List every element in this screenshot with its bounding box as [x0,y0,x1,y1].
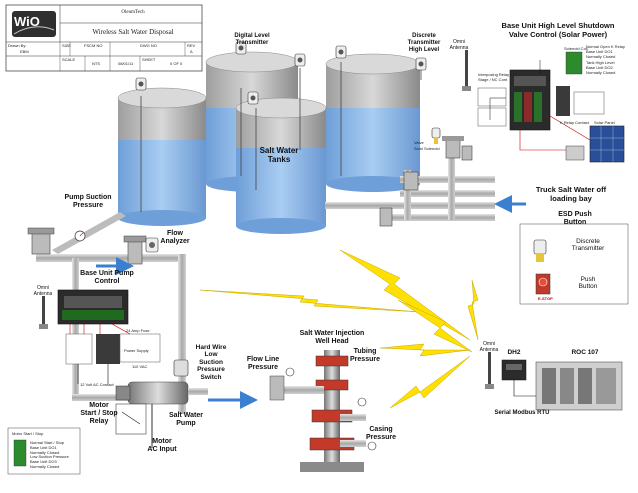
estop-note: E-STOP [538,296,553,301]
title-block [5,4,203,72]
k-relay-note: K Relay Contact [560,120,589,125]
base-unit-high-level-label: Base Unit High Level Shutdown Valve Cont… [501,21,615,39]
logo-text: WiO [14,14,40,29]
low-suction-note: Low Suction Pressure Base Unit DO3 Norma… [30,454,69,469]
size-label: SIZE [62,43,71,48]
valve-icon [461,145,473,161]
drawn-by-label: Drawn By: [8,43,27,48]
level-transmitter-icon [135,77,147,91]
tank-front-left [117,87,207,226]
omni-antenna-icon [462,50,471,91]
sheet-label: SHEET [142,57,156,62]
fuse-note: 24 Amp Fuse [126,328,150,333]
solenoid-note: Solenoid Coil [564,46,588,51]
wireless-links [199,249,479,409]
tank-high-note: Tank High Level Base Unit DO2 Normally C… [586,60,616,75]
solar-panel [589,125,625,163]
base-unit-pump-control-label: Base Unit Pump Control [80,270,134,286]
esd-box [519,223,629,305]
rev-label: REV [187,43,196,48]
injection-well-head [269,350,377,472]
valve-icon [442,136,464,159]
wio-logo [12,11,56,37]
drawing-title: Wireless Salt Water Disposal [92,28,174,36]
solar-panel-note: Solar Panel [594,120,615,125]
base-unit-high-level-panel [477,51,625,163]
tubing-pressure-label: Tubing Pressure [350,348,380,364]
esd-push-button-label: ESD Push Button [558,211,592,227]
motor-start-legend [7,427,81,475]
serial-modbus-label: Serial Modbus RTU [494,410,550,416]
power-supply-note: Power Supply [124,348,149,353]
base-unit-pump-panel [57,289,161,448]
omni-antenna-right-label: Omni Antenna [479,341,499,353]
motor-start-box-title: Motor Start / Stop [12,431,44,436]
flow-arrows [96,195,526,409]
discrete-transmitter-icon [431,127,441,144]
rev-value: A [190,49,193,54]
company-name: OleumTech [121,10,145,15]
dh2-label: DH2 [507,349,521,356]
flow-analyzer-label: Flow Analyzer [160,230,190,246]
normal-start-note: Normal Start / Stop Base Unit DO1 Normal… [30,440,65,455]
salt-water-pump-label: Salt Water Pump [169,412,203,428]
flow-analyzer-icon [145,237,159,253]
pressure-switch-icon [173,359,189,377]
piping [36,150,495,414]
valve-note: Valve [414,140,424,145]
omni-antenna-icon [39,296,48,329]
relay-box [115,403,147,435]
scale-label: SCALE [62,57,76,62]
level-transmitter-icon [247,91,259,105]
level-transmitters [140,58,422,212]
sheet-value: 0 OF 0 [170,61,183,66]
truck-offloading-label: Truck Salt Water off loading bay [535,185,607,203]
valve-icon [27,227,55,255]
motor-relay-label: Motor Start / Stop Relay [80,402,118,426]
injection-well-head-label: Salt Water Injection Well Head [299,330,365,346]
roc-107-label: ROC 107 [571,349,599,356]
discrete-high-label: Discrete Transmitter High Level [407,33,441,53]
flow-line-pressure-label: Flow Line Pressure [246,356,280,372]
ac-contact-note: 12 Volt AC Contact [80,382,114,387]
valve-icon [379,207,393,227]
push-button-label: Push Button [578,276,598,291]
valve-icon [403,171,419,191]
drawing-date: 08/01/11 [118,61,134,66]
discrete-transmitter-label: Discrete Transmitter [571,238,605,253]
casing-pressure-label: Casing Pressure [366,426,396,442]
level-transmitter-icon [235,41,247,55]
battery [565,145,585,161]
dwg-label: DWG NO [140,43,157,48]
interposing-relay-note: Interposing Relay Coil Stage / NC Cont [478,72,518,82]
solid-solenoid-note: Solid Solenoid [414,146,440,151]
omni-antenna-top-label: Omni Antenna [449,39,469,51]
fscm-label: FSCM NO [84,43,103,48]
scale-value: NTS [92,61,100,66]
hardwire-switch-label: Hard Wire Low Suction Pressure Switch [195,344,227,381]
salt-water-pump [127,381,189,405]
pump-suction-label: Pump Suction Pressure [64,194,112,210]
discrete-transmitter-icon [415,57,427,71]
discrete-transmitter-icon [533,239,547,255]
ac-line-note: 110 VAC [132,364,148,369]
pressure-gauge-icon [74,230,86,242]
normal-open-note: Normal Open K Relay Base Unit DO1 Normal… [586,44,625,59]
rtu-area [501,359,623,411]
drawn-by: EBM [20,49,29,54]
omni-antenna-left-label: Omni Antenna [33,285,53,297]
motor-ac-input-label: Motor AC Input [147,438,177,454]
power-supply [119,333,161,363]
salt-water-tanks-label: Salt Water Tanks [259,146,299,165]
omni-antenna-icon [485,352,494,389]
level-transmitter-icon [335,45,347,59]
level-transmitter-icon [294,53,306,67]
tank-front-middle [235,97,327,234]
digital-level-label: Digital Level Transmitter [234,33,270,46]
